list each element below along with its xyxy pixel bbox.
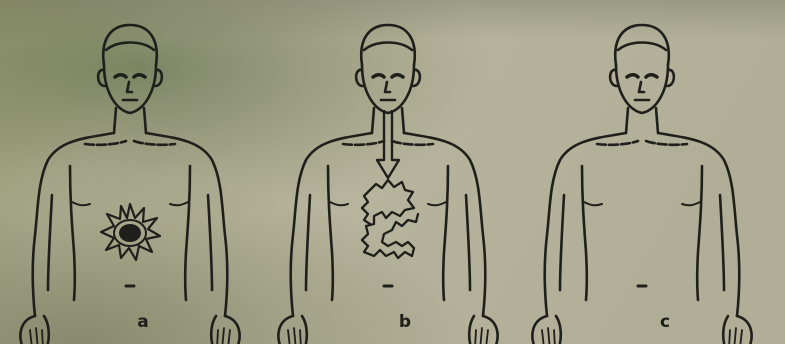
figure-c-label: c <box>660 312 670 332</box>
figure-b-label: b <box>399 312 411 332</box>
figure-a-label: a <box>137 312 148 332</box>
